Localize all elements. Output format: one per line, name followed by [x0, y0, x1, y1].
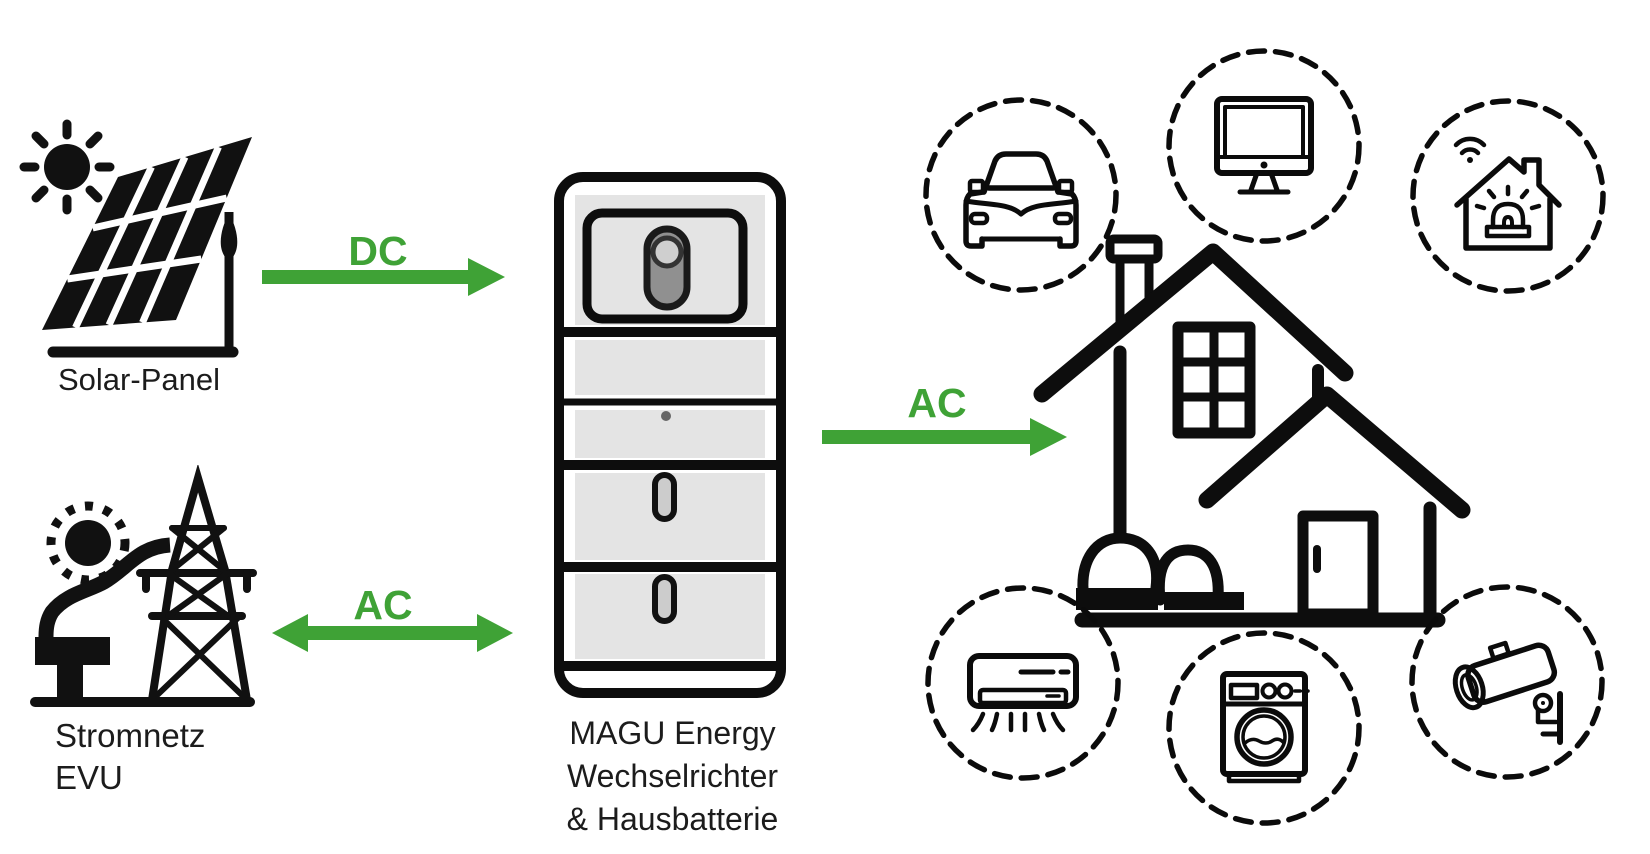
grid-label: Stromnetz EVU: [55, 715, 205, 799]
bushes: [1076, 532, 1244, 610]
grid-label-line1: Stromnetz: [55, 717, 206, 754]
door: [1297, 510, 1379, 620]
air-conditioner-icon: [967, 653, 1079, 733]
ac-house-arrow: [822, 418, 1067, 456]
wifi-icon: [1453, 136, 1487, 156]
computer-icon: [1214, 96, 1314, 195]
grid-label-line2: EVU: [55, 759, 123, 797]
electric-car-circle: [923, 97, 1119, 293]
dc-arrow-label: DC: [348, 228, 408, 274]
chimney: [1105, 234, 1163, 327]
power-grid-icon: [30, 465, 257, 707]
status-led: [661, 411, 671, 421]
washing-machine-circle: [1166, 630, 1362, 826]
solar-panel-label: Solar-Panel: [58, 362, 220, 397]
inverter-label: MAGU Energy Wechselrichter & Hausbatteri…: [505, 712, 840, 842]
air-conditioner-circle: [925, 585, 1121, 781]
ac-grid-arrow-label: AC: [353, 582, 413, 628]
dc-arrow: [262, 258, 505, 296]
transmission-tower: [136, 465, 257, 704]
battery-module-handle: [652, 574, 677, 624]
washing-machine-icon: [1220, 671, 1310, 784]
house-icon: [1033, 234, 1471, 628]
battery-inverter-icon: [554, 172, 786, 698]
computer-circle: [1166, 48, 1362, 244]
solar-panel-icon: [19, 119, 252, 358]
station-slide: [35, 537, 171, 701]
sun-icon: [19, 119, 115, 215]
electric-car-icon: [963, 151, 1079, 249]
smart-home-alarm-icon: [1453, 136, 1562, 251]
inverter-label-line1: MAGU Energy: [569, 715, 776, 751]
security-camera-circle: [1409, 584, 1605, 780]
inverter-label-line3: & Hausbatterie: [566, 801, 779, 838]
alarm-siren: [1474, 184, 1542, 239]
window: [1172, 321, 1256, 439]
ac-grid-arrow: [272, 614, 513, 652]
sun-icon: [46, 501, 130, 585]
main-roof: [1033, 243, 1354, 403]
annex-roof: [1198, 386, 1471, 519]
battery-module-handle: [652, 472, 677, 522]
security-camera-icon: [1452, 640, 1563, 745]
power-switch: [643, 225, 691, 311]
inverter-label-line2: Wechselrichter: [566, 758, 779, 795]
ac-house-arrow-label: AC: [907, 380, 967, 426]
smart-home-circle: [1410, 98, 1606, 294]
